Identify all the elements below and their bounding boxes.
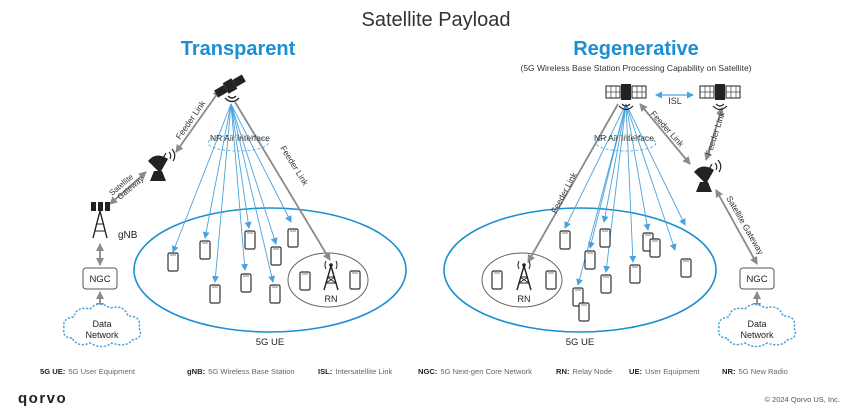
page-title: Satellite Payload	[362, 9, 511, 31]
ue-phone-icon	[559, 230, 571, 250]
satellite-dish-icon	[147, 148, 176, 182]
rn-label: RN	[518, 294, 531, 304]
ue-phone-icon	[680, 258, 692, 278]
legend-item: UE:User Equipment	[629, 367, 700, 376]
nr-air-interface-label: NR Air Interface	[210, 133, 270, 143]
ngc-box	[739, 267, 775, 290]
ue-phone-icon	[299, 271, 311, 291]
ngc-box	[82, 267, 118, 290]
gnb-tower-icon	[91, 202, 110, 239]
feeder-link-label-upper: Feeder Link	[173, 98, 207, 141]
legend-item: gNB:5G Wireless Base Station	[187, 367, 295, 376]
satellite-icon	[605, 83, 647, 111]
ue-phone-icon	[599, 228, 611, 248]
legend-item: NR:5G New Radio	[722, 367, 788, 376]
legend-item: 5G UE:5G User Equipment	[40, 367, 136, 376]
ue-coverage-ellipse	[133, 207, 407, 333]
ue-phone-icon	[649, 238, 661, 258]
feeder-link-sat2-to-gateway	[704, 107, 724, 161]
ue-phone-icon	[629, 264, 641, 284]
feeder-link-to-gateway	[639, 103, 691, 165]
data-network-label-2: Network	[740, 330, 774, 340]
ue-phone-icon	[244, 230, 256, 250]
ue-phone-icon	[578, 302, 590, 322]
gateway-to-ngc-link	[715, 189, 758, 265]
feeder-link-label-right: Feeder Link	[703, 110, 727, 156]
ue-phone-icon	[545, 270, 557, 290]
ue-phone-icon	[491, 270, 503, 290]
relay-node-tower-icon	[323, 260, 339, 291]
ue-phone-icon	[240, 273, 252, 293]
satellite-signal-icon	[224, 95, 240, 103]
data-network-label-1: Data	[747, 319, 766, 329]
ue-area-label: 5G UE	[256, 337, 285, 348]
data-network-label-2: Network	[85, 330, 119, 340]
isl-label: ISL	[668, 96, 682, 106]
ue-phone-icon	[584, 250, 596, 270]
ue-coverage-ellipse	[443, 207, 717, 333]
regenerative-heading: Regenerative	[573, 38, 699, 60]
transparent-section: Transparent NR Air Interface	[62, 38, 407, 348]
qorvo-logo: qorvo	[18, 390, 67, 407]
satellite-icon	[699, 83, 741, 111]
satellite-gateway-label: Satellite Gateway	[724, 194, 766, 257]
gateway-to-gnb-link	[109, 171, 147, 205]
nr-air-interface-label: NR Air Interface	[594, 133, 654, 143]
legend: 5G UE:5G User Equipment gNB:5G Wireless …	[40, 367, 788, 376]
satellite-dish-icon	[693, 159, 722, 193]
ngc-label: NGC	[89, 274, 110, 285]
satellite-icon	[214, 74, 246, 98]
data-network-label-1: Data	[92, 319, 111, 329]
relay-node-tower-icon	[516, 260, 532, 291]
ue-phone-icon	[167, 252, 179, 272]
feeder-link-label-mid: Feeder Link	[649, 109, 687, 150]
regenerative-subheading: (5G Wireless Base Station Processing Cap…	[520, 63, 751, 73]
ngc-label: NGC	[746, 274, 767, 285]
ue-phone-icon	[209, 284, 221, 304]
legend-item: ISL:Intersatellite Link	[318, 367, 393, 376]
nr-air-interface-zone	[595, 134, 657, 152]
legend-item: RN:Relay Node	[556, 367, 612, 376]
feeder-link-to-gateway	[175, 89, 221, 153]
ue-phone-icon	[269, 284, 281, 304]
ue-phone-icon	[199, 240, 211, 260]
ue-phone-icon	[349, 270, 361, 290]
nr-air-interface-zone	[207, 134, 269, 152]
ue-area-label: 5G UE	[566, 337, 595, 348]
ue-phone-icon	[600, 274, 612, 294]
feeder-link-to-rn	[234, 101, 331, 261]
transparent-beams	[171, 103, 292, 283]
transparent-heading: Transparent	[181, 38, 296, 60]
copyright-notice: © 2024 Qorvo US, Inc.	[764, 395, 840, 404]
gnb-label: gNB	[118, 230, 138, 241]
ue-phone-icon	[287, 228, 299, 248]
ue-phone-icon	[270, 246, 282, 266]
feeder-link-to-rn	[527, 103, 619, 263]
relay-node-cell	[481, 252, 563, 308]
rn-label: RN	[325, 294, 338, 304]
legend-item: NGC:5G Next-gen Core Network	[418, 367, 532, 376]
regenerative-section: Regenerative (5G Wireless Base Station P…	[443, 38, 797, 348]
